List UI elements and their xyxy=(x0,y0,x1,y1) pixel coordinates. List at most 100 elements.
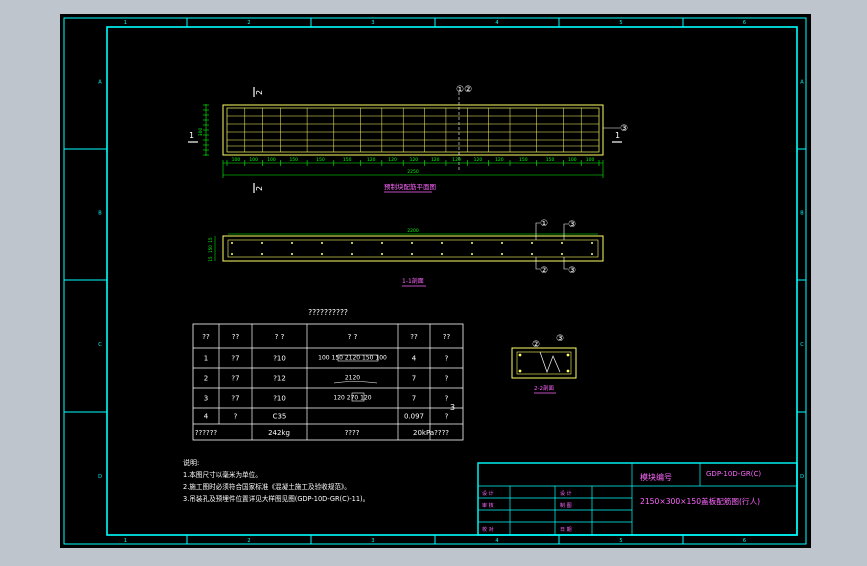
zone-label-top: 6 xyxy=(743,20,746,26)
title-block: 模块编号 GDP-10D-GR(C) 2150×300×150盖板配筋图(行人)… xyxy=(477,462,798,536)
section-bar-dot-top xyxy=(381,242,383,244)
zone-label-left: D xyxy=(98,474,102,480)
section-bar-dot-bottom xyxy=(381,253,383,255)
zone-label-left: C xyxy=(98,342,102,348)
table-cell: ? xyxy=(445,375,449,383)
tb-left-1: 设 计 xyxy=(482,490,494,497)
plan-caption: 预制块配筋平面图 xyxy=(384,182,436,191)
shape-sketch-row2 xyxy=(333,381,378,384)
table-cell: ?12 xyxy=(273,375,286,383)
plan-dim-text: 120 xyxy=(495,157,504,163)
table-cell: ? xyxy=(445,413,449,421)
notes: 说明: 1.本图尺寸以毫米为单位。 2.施工图时必须符合国家标准《混凝土施工及验… xyxy=(183,458,369,503)
table-cell: 4 xyxy=(412,355,417,363)
tb-mid-1: 设 计 xyxy=(560,490,572,497)
section-bar-dot-top xyxy=(321,242,323,244)
section-bar-dot-bottom xyxy=(261,253,263,255)
zone-label-top: 1 xyxy=(124,20,127,26)
notes-heading: 说明: xyxy=(183,458,199,467)
table-cell: 1 xyxy=(204,355,208,363)
plan-dim-text: 150 xyxy=(343,157,352,163)
plan-dim-text: 120 xyxy=(367,157,376,163)
sheet-background xyxy=(60,14,811,548)
table-header-cell: ?? xyxy=(410,333,418,341)
section-bar-dot-bottom xyxy=(471,253,473,255)
inner-frame xyxy=(106,26,798,536)
table-footer-cell: 242kg xyxy=(268,429,290,437)
section-2-2-view: ② ③ 2-2剖面 xyxy=(511,334,577,394)
section-bar-dot-top xyxy=(351,242,353,244)
plan-dim-text: 120 xyxy=(410,157,419,163)
detail-bar-dot-4 xyxy=(566,369,570,373)
plan-dim-text: 150 xyxy=(316,157,325,163)
detail-outline xyxy=(511,347,577,379)
section-bar-dot-bottom xyxy=(561,253,563,255)
shape-sketch-row1 xyxy=(337,354,379,362)
table-cell: ?10 xyxy=(273,355,286,363)
tb-left-2: 审 核 xyxy=(482,502,494,509)
tb-module-label: 模块编号 xyxy=(640,472,672,482)
table-header-cell: ? ? xyxy=(275,333,285,341)
section-bar-dot-bottom xyxy=(411,253,413,255)
tb-mid-2: 制 图 xyxy=(560,502,572,509)
detail-callout-2: ② xyxy=(532,340,540,350)
section-bar-dot-bottom xyxy=(351,253,353,255)
plan-dim-text: 100 xyxy=(586,157,595,163)
table-row3-note: 3 xyxy=(450,403,455,412)
plan-inner-outline xyxy=(226,107,600,153)
tb-drawing-no: GDP-10D-GR(C) xyxy=(706,470,761,478)
table-cell: 4 xyxy=(204,413,209,421)
table-footer-cell: 20kPa???? xyxy=(413,429,449,437)
table-cell: 2120 xyxy=(345,375,360,382)
plan-outline xyxy=(222,104,604,156)
plan-dim-ticks xyxy=(226,160,600,166)
section-callout-2: ② xyxy=(540,266,548,276)
detail-bar-outline xyxy=(516,351,572,375)
plan-dim-text: 100 xyxy=(568,157,577,163)
section-bar-dot-bottom xyxy=(441,253,443,255)
plan-dim-text: 120 xyxy=(431,157,440,163)
table-cell: 2 xyxy=(204,375,208,383)
notes-line-3: 3.吊装孔及预埋件位置详见大样图见图(GDP-10D-GR(C)-11)。 xyxy=(183,494,369,503)
table-cell: 0.097 xyxy=(404,413,424,421)
detail-callout-3: ③ xyxy=(556,334,564,344)
table-cell: C35 xyxy=(273,413,287,421)
table-cell: ? xyxy=(234,413,238,421)
table-footer-cell: ?????? xyxy=(195,429,218,437)
section-leader-2 xyxy=(535,257,540,270)
zone-label-top: 3 xyxy=(371,20,374,26)
zone-label-bottom: 4 xyxy=(495,538,498,544)
section-bar-dot-top xyxy=(471,242,473,244)
zone-label-right: B xyxy=(800,211,804,217)
detail-bar-dot-1 xyxy=(518,353,522,357)
section-bar-dot-bottom xyxy=(501,253,503,255)
detail-bar-dot-3 xyxy=(518,369,522,373)
detail-stirrup xyxy=(539,351,561,374)
plan-total-dim: 2250 xyxy=(407,169,419,175)
plan-dim-text: 100 xyxy=(232,157,241,163)
plan-dim-text: 120 xyxy=(452,157,461,163)
section-left-dim-1: 15 xyxy=(208,237,213,243)
section-1-label-left: 1 xyxy=(189,131,194,140)
table-header-cell: ?? xyxy=(232,333,240,341)
section-bar-dot-top xyxy=(231,242,233,244)
table-cell: ? xyxy=(445,395,449,403)
section-1-label-right: 1 xyxy=(615,131,620,140)
title-block-border xyxy=(477,462,798,536)
zone-ticks xyxy=(64,18,806,544)
section-bar-dot-bottom xyxy=(321,253,323,255)
table-cell: ?7 xyxy=(231,375,239,383)
plan-callout-3: ③ xyxy=(620,124,628,134)
section-2-label-top: 2 xyxy=(255,90,264,95)
section-leader-1 xyxy=(535,222,540,240)
section-bar-dot-bottom xyxy=(231,253,233,255)
section-bar-dot-top xyxy=(441,242,443,244)
zone-label-bottom: 3 xyxy=(371,538,374,544)
zone-label-right: A xyxy=(800,80,804,86)
